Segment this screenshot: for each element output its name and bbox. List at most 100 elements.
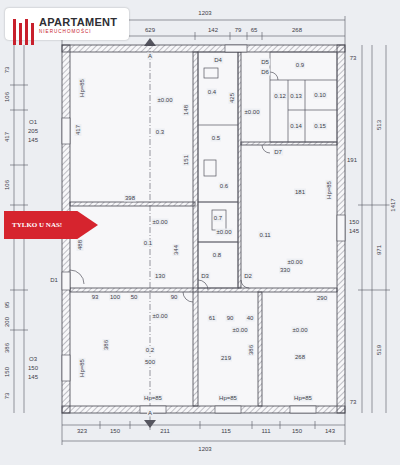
- dimension-label: 519: [376, 344, 383, 356]
- dimension-label: 50: [130, 294, 139, 301]
- room-label: ±0.00: [232, 327, 249, 334]
- room-label: ±0.00: [157, 97, 174, 104]
- dimension-label: 150: [27, 365, 39, 372]
- dimension-label: 290: [316, 295, 328, 302]
- plan-mark: O3: [28, 356, 38, 363]
- dimension-label: 219: [220, 355, 232, 362]
- dimension-label: 73: [349, 55, 358, 62]
- room-label: ±0.00: [216, 229, 233, 236]
- dimension-label: 150: [4, 366, 11, 378]
- dimension-label: 323: [76, 428, 88, 435]
- plan-mark: D4: [213, 57, 223, 64]
- plan-mark: D5: [260, 59, 270, 66]
- plan-mark: D2: [243, 273, 253, 280]
- dimension-label: 268: [294, 354, 306, 361]
- room-label: 0.2: [145, 347, 155, 354]
- dimension-label: 500: [144, 359, 156, 366]
- dimension-label: 145: [348, 228, 360, 235]
- plan-mark: D3: [200, 273, 210, 280]
- room-label: 0.3: [155, 129, 165, 136]
- dimension-label: 73: [4, 66, 11, 75]
- dimension-label: 268: [291, 27, 303, 34]
- room-label: 0.6: [219, 183, 229, 190]
- room-label: 0.7: [213, 215, 223, 222]
- dimension-label: 111: [260, 428, 271, 435]
- dimension-label: 40: [246, 315, 255, 322]
- dimension-label: Hp=85: [79, 78, 86, 98]
- dimension-label: 211: [159, 428, 171, 435]
- dimension-label: 145: [27, 374, 39, 381]
- dimension-label: 130: [154, 273, 166, 280]
- room-label: ±0.00: [292, 327, 309, 334]
- plan-mark: O1: [28, 119, 38, 126]
- dimension-label: 330: [279, 267, 291, 274]
- dimension-label: 115: [220, 428, 232, 435]
- logo-box: APARTAMENTNIERUCHOMOŚCI: [5, 8, 129, 40]
- promo-badge: TYLKO U NAS!: [4, 211, 98, 239]
- dimension-label: 398: [124, 195, 136, 202]
- room-label: 0.8: [212, 252, 222, 259]
- dimension-label: Hp=85: [143, 395, 163, 402]
- dimension-label: 1203: [197, 446, 212, 453]
- plan-mark: A: [147, 53, 153, 60]
- dimension-label: Hp=85: [326, 180, 333, 200]
- room-label: ±0.00: [152, 313, 169, 320]
- dimension-label: 425: [229, 92, 236, 104]
- dimension-label: 150: [291, 428, 303, 435]
- dimension-label: 61: [208, 315, 217, 322]
- brand-name: APARTAMENT: [39, 16, 125, 28]
- plan-mark: A: [147, 410, 153, 417]
- room-label: ±0.00: [244, 109, 261, 116]
- room-label: 0.1: [143, 240, 153, 247]
- dimension-label: 205: [27, 128, 39, 135]
- dimension-label: 145: [27, 137, 39, 144]
- room-label: 0.13: [289, 93, 303, 100]
- room-label: 0.11: [258, 232, 271, 239]
- dimension-label: 488: [77, 239, 84, 251]
- dimension-label: 142: [207, 27, 219, 34]
- dimension-label: 143: [324, 428, 336, 435]
- dimension-label: 386: [248, 344, 255, 356]
- dimension-label: 417: [4, 131, 11, 143]
- dimension-label: 73: [4, 392, 11, 401]
- dimension-label: 79: [234, 27, 243, 34]
- room-label: ±0.00: [287, 259, 304, 266]
- dimension-label: 90: [170, 294, 179, 301]
- plan-mark: D6: [260, 69, 270, 76]
- dimension-label: 73: [349, 399, 358, 406]
- dimension-label: 1417: [390, 197, 397, 212]
- dimension-label: Hp=85: [218, 395, 238, 402]
- plan-mark: D1: [49, 277, 59, 284]
- dimension-label: 90: [226, 315, 235, 322]
- dimension-label: 148: [183, 104, 190, 116]
- dimension-label: 106: [4, 91, 11, 103]
- room-label: 0.5: [211, 135, 221, 142]
- dimension-label: 95: [4, 301, 11, 310]
- room-label: 0.14: [289, 123, 303, 130]
- room-label: 0.10: [313, 92, 327, 99]
- dimension-label: 100: [109, 294, 121, 301]
- room-label: 0.15: [313, 123, 327, 130]
- dimension-label: 191: [346, 157, 358, 164]
- plan-mark: D7: [273, 149, 283, 156]
- dimension-label: 513: [376, 119, 383, 131]
- badge-text: TYLKO U NAS!: [12, 221, 76, 229]
- brand-tagline: NIERUCHOMOŚCI: [39, 29, 125, 34]
- dimension-label: 629: [144, 27, 156, 34]
- room-label: 0.4: [207, 89, 217, 96]
- dimension-label: Hp=85: [79, 358, 86, 378]
- dimension-label: 65: [250, 27, 259, 34]
- room-label: 0.12: [273, 93, 287, 100]
- dimension-label: 200: [4, 316, 11, 328]
- dimension-label: 106: [4, 179, 11, 191]
- dimension-label: 150: [109, 428, 121, 435]
- dimension-label: 386: [103, 339, 110, 351]
- logo-icon: [11, 15, 35, 45]
- room-label: ±0.00: [152, 219, 169, 226]
- dimension-label: 181: [294, 189, 306, 196]
- dimension-label: 386: [4, 342, 11, 354]
- dimension-label: 344: [173, 244, 180, 256]
- dimension-label: 93: [91, 294, 100, 301]
- dimension-label: 417: [75, 124, 82, 136]
- dimension-label: 150: [348, 219, 360, 226]
